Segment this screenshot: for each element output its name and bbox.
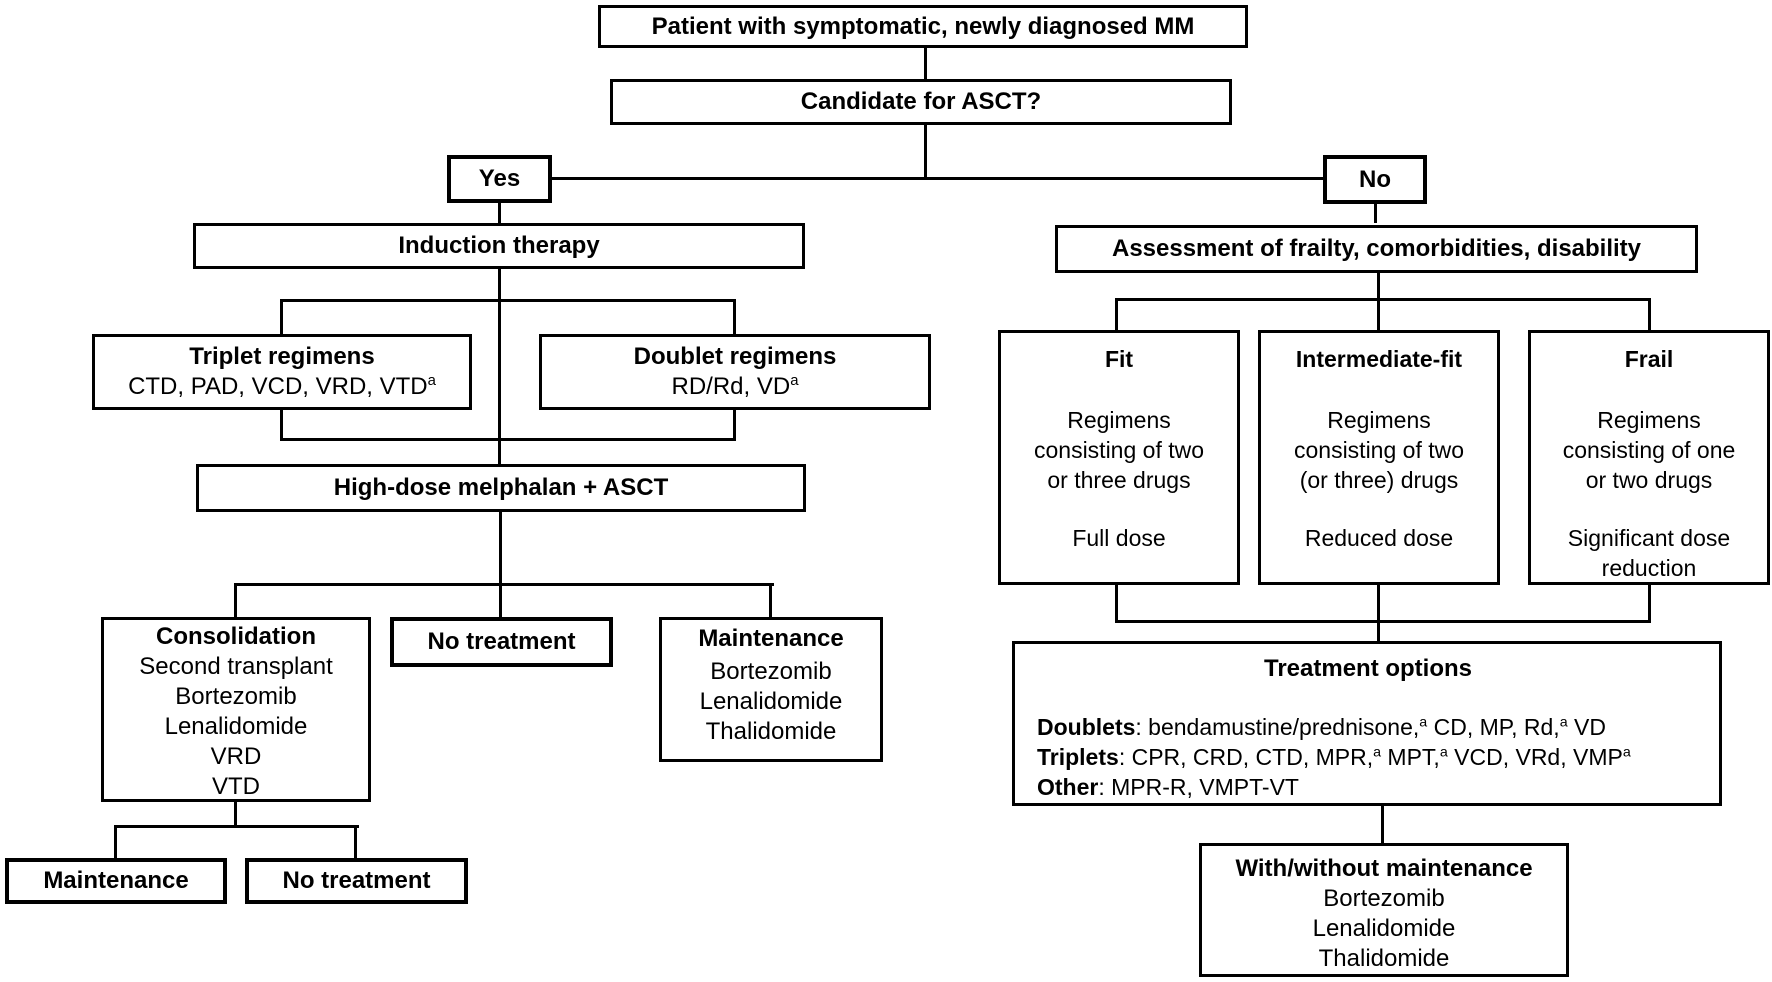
edge-bar-consolidation xyxy=(234,585,237,617)
consolidation-item: Second transplant xyxy=(139,653,333,680)
node-triplet-regimens: Triplet regimens CTD, PAD, VCD, VRD, VTD… xyxy=(92,334,472,410)
treatment-options-triplets-row: Triplets: CPR, CRD, CTD, MPR,a MPT,a VCD… xyxy=(1037,744,1631,770)
intermediate-fit-dose-text: Reduced dose xyxy=(1304,525,1454,551)
maintenance-post-asct-title: Maintenance xyxy=(698,625,844,652)
node-maintenance-post-asct: Maintenance Bortezomib Lenalidomide Thal… xyxy=(659,617,883,762)
edge-bar-notreatment2 xyxy=(354,827,357,858)
edge-split-frail xyxy=(1648,300,1651,330)
node-yes: Yes xyxy=(447,155,552,203)
edge-regimen-merge-bar xyxy=(280,438,736,441)
edge-split-doublet xyxy=(733,301,736,334)
node-patient-label: Patient with symptomatic, newly diagnose… xyxy=(651,12,1195,40)
node-candidate-asct-label: Candidate for ASCT? xyxy=(800,88,1042,115)
node-highdose-label: High-dose melphalan + ASCT xyxy=(333,474,669,501)
fit-dose-text: Full dose xyxy=(1072,525,1166,551)
consolidation-item: VRD xyxy=(210,743,262,770)
node-intermediate-fit: Intermediate-fit Regimens consisting of … xyxy=(1258,330,1500,585)
with-without-maintenance-item: Bortezomib xyxy=(1323,885,1445,912)
node-with-without-maintenance: With/without maintenance Bortezomib Lena… xyxy=(1199,843,1569,977)
edge-treatment-maintenance xyxy=(1381,806,1384,843)
treatment-options-list: Doublets: bendamustine/prednisone,a CD, … xyxy=(1037,712,1699,802)
edge-no-assessment xyxy=(1374,204,1377,223)
frail-regimen-text: Regimens consisting of one or two drugs xyxy=(1562,407,1736,493)
edge-candidate-branchbar xyxy=(924,125,927,180)
edge-assessment-stub xyxy=(1377,269,1380,300)
maintenance-post-consolidation-label: Maintenance xyxy=(43,867,189,894)
edge-split-intermediate xyxy=(1377,300,1380,330)
no-treatment-post-asct-label: No treatment xyxy=(427,628,576,655)
edge-post-asct-bar xyxy=(234,583,774,586)
edge-yes-induction xyxy=(498,203,501,223)
node-no: No xyxy=(1323,155,1427,204)
consolidation-item: Bortezomib xyxy=(175,683,297,710)
node-frailty-assessment: Assessment of frailty, comorbidities, di… xyxy=(1055,225,1698,273)
triplet-title: Triplet regimens xyxy=(189,343,375,370)
edge-consolidation-stub xyxy=(234,802,237,828)
frail-title: Frail xyxy=(1624,346,1674,372)
no-treatment-post-consolidation-label: No treatment xyxy=(282,867,431,894)
node-induction-therapy: Induction therapy xyxy=(193,223,805,269)
node-frailty-assessment-label: Assessment of frailty, comorbidities, di… xyxy=(1111,235,1642,262)
fit-regimen-text: Regimens consisting of two or three drug… xyxy=(1033,407,1205,493)
triplet-drugs: CTD, PAD, VCD, VRD, VTDa xyxy=(128,373,436,400)
intermediate-fit-title: Intermediate-fit xyxy=(1295,346,1463,372)
consolidation-item: VTD xyxy=(212,773,260,800)
treatment-options-title: Treatment options xyxy=(1263,655,1473,682)
fit-title: Fit xyxy=(1104,346,1134,372)
edge-merge-treatment xyxy=(1377,622,1380,641)
edge-frailty-split-bar xyxy=(1115,298,1651,301)
maintenance-post-asct-item: Bortezomib xyxy=(710,658,832,685)
node-induction-therapy-label: Induction therapy xyxy=(398,232,600,259)
node-fit: Fit Regimens consisting of two or three … xyxy=(998,330,1240,585)
edge-split-fit xyxy=(1115,300,1118,330)
edge-fit-merge xyxy=(1115,585,1118,622)
edge-frailty-merge-bar xyxy=(1115,620,1651,623)
edge-highdose-postbar xyxy=(499,512,502,585)
node-highdose-melphalan-asct: High-dose melphalan + ASCT xyxy=(196,464,806,512)
edge-triplet-merge xyxy=(280,410,283,440)
node-doublet-regimens: Doublet regimens RD/Rd, VDa xyxy=(539,334,931,410)
node-no-treatment-post-consolidation: No treatment xyxy=(245,858,468,904)
consolidation-item: Lenalidomide xyxy=(164,713,308,740)
node-frail: Frail Regimens consisting of one or two … xyxy=(1528,330,1770,585)
edge-patient-candidate xyxy=(924,48,927,79)
edge-frail-merge xyxy=(1648,585,1651,622)
node-patient: Patient with symptomatic, newly diagnose… xyxy=(598,5,1248,48)
doublet-drugs: RD/Rd, VDa xyxy=(671,373,799,400)
node-maintenance-post-consolidation: Maintenance xyxy=(5,858,227,904)
edge-regimen-split-bar xyxy=(280,299,736,302)
node-consolidation: Consolidation Second transplant Bortezom… xyxy=(101,617,371,802)
treatment-options-other-row: Other: MPR-R, VMPT-VT xyxy=(1037,774,1299,800)
edge-bar-maintenance1 xyxy=(769,585,772,617)
edge-induction-highdose-spine xyxy=(498,269,501,464)
doublet-title: Doublet regimens xyxy=(633,343,837,370)
node-no-label: No xyxy=(1359,165,1391,193)
frail-dose-text: Significant dose reduction xyxy=(1567,525,1731,581)
with-without-maintenance-item: Lenalidomide xyxy=(1312,915,1456,942)
edge-doublet-merge xyxy=(733,410,736,440)
consolidation-title: Consolidation xyxy=(156,623,316,650)
edge-intermediate-merge xyxy=(1377,585,1380,622)
maintenance-post-asct-item: Lenalidomide xyxy=(699,688,843,715)
edge-split-triplet xyxy=(280,301,283,334)
node-no-treatment-post-asct: No treatment xyxy=(390,617,613,667)
node-candidate-asct: Candidate for ASCT? xyxy=(610,79,1232,125)
maintenance-post-asct-item: Thalidomide xyxy=(705,718,837,745)
node-treatment-options: Treatment options Doublets: bendamustine… xyxy=(1012,641,1722,806)
with-without-maintenance-title: With/without maintenance xyxy=(1235,855,1533,882)
edge-yes-no-bar xyxy=(550,177,1324,180)
edge-post-consolidation-bar xyxy=(114,825,359,828)
edge-bar-notreatment1 xyxy=(499,585,502,617)
with-without-maintenance-item: Thalidomide xyxy=(1318,945,1450,972)
treatment-options-doublets-row: Doublets: bendamustine/prednisone,a CD, … xyxy=(1037,714,1606,740)
intermediate-fit-regimen-text: Regimens consisting of two (or three) dr… xyxy=(1293,407,1465,493)
edge-bar-maintenance2 xyxy=(114,827,117,858)
node-yes-label: Yes xyxy=(478,165,521,192)
